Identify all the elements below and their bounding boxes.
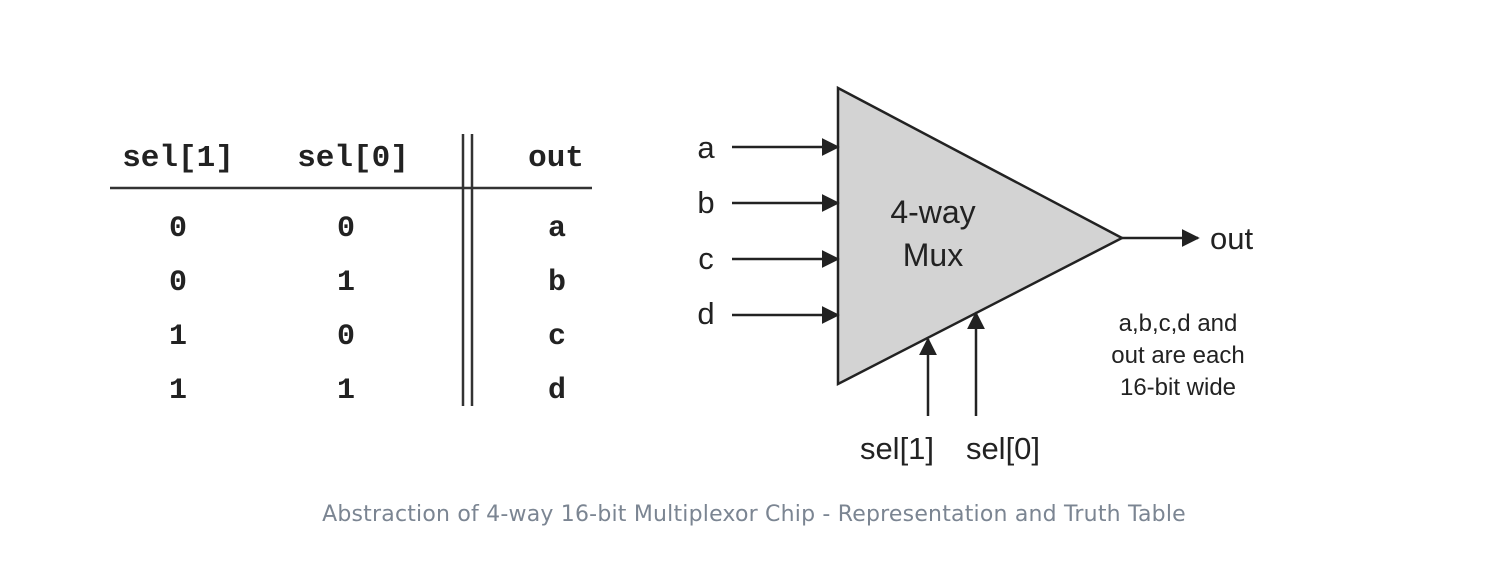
table-row: 1 0 c: [169, 320, 566, 354]
table-row: 1 1 d: [169, 374, 566, 408]
truth-table: sel[1] sel[0] out 0 0 a 0 1 b 1 0 c 1 1 …: [110, 134, 592, 408]
note-line: a,b,c,d and: [1119, 310, 1238, 337]
cell: 1: [337, 374, 355, 408]
output-label: out: [1210, 221, 1253, 256]
input-label-d: d: [697, 296, 714, 331]
header-sel0: sel[0]: [297, 141, 409, 176]
cell: d: [548, 374, 566, 408]
input-label-c: c: [698, 241, 714, 276]
input-label-b: b: [697, 185, 714, 220]
cell: 1: [337, 266, 355, 300]
mux-diagram: 4-way Mux a b c d out sel[1] sel[0] a,b,…: [697, 85, 1253, 466]
input-label-a: a: [697, 130, 715, 165]
mux-label-line2: Mux: [903, 237, 963, 273]
cell: 1: [169, 320, 187, 354]
cell: 0: [337, 320, 355, 354]
cell: 1: [169, 374, 187, 408]
cell: 0: [169, 212, 187, 246]
header-out: out: [528, 141, 584, 176]
note-line: 16-bit wide: [1120, 374, 1236, 401]
mux-triangle: [836, 85, 1125, 387]
cell: 0: [169, 266, 187, 300]
mux-label-line1: 4-way: [890, 194, 975, 230]
cell: 0: [337, 212, 355, 246]
table-row: 0 1 b: [169, 266, 566, 300]
note-line: out are each: [1111, 342, 1244, 369]
cell: b: [548, 266, 566, 300]
select-label-sel0: sel[0]: [966, 431, 1040, 466]
select-label-sel1: sel[1]: [860, 431, 934, 466]
cell: c: [548, 320, 566, 354]
figure-caption: Abstraction of 4-way 16-bit Multiplexor …: [322, 502, 1186, 527]
width-note: a,b,c,d and out are each 16-bit wide: [1111, 310, 1244, 401]
header-sel1: sel[1]: [122, 141, 234, 176]
table-row: 0 0 a: [169, 212, 566, 246]
cell: a: [548, 212, 566, 246]
